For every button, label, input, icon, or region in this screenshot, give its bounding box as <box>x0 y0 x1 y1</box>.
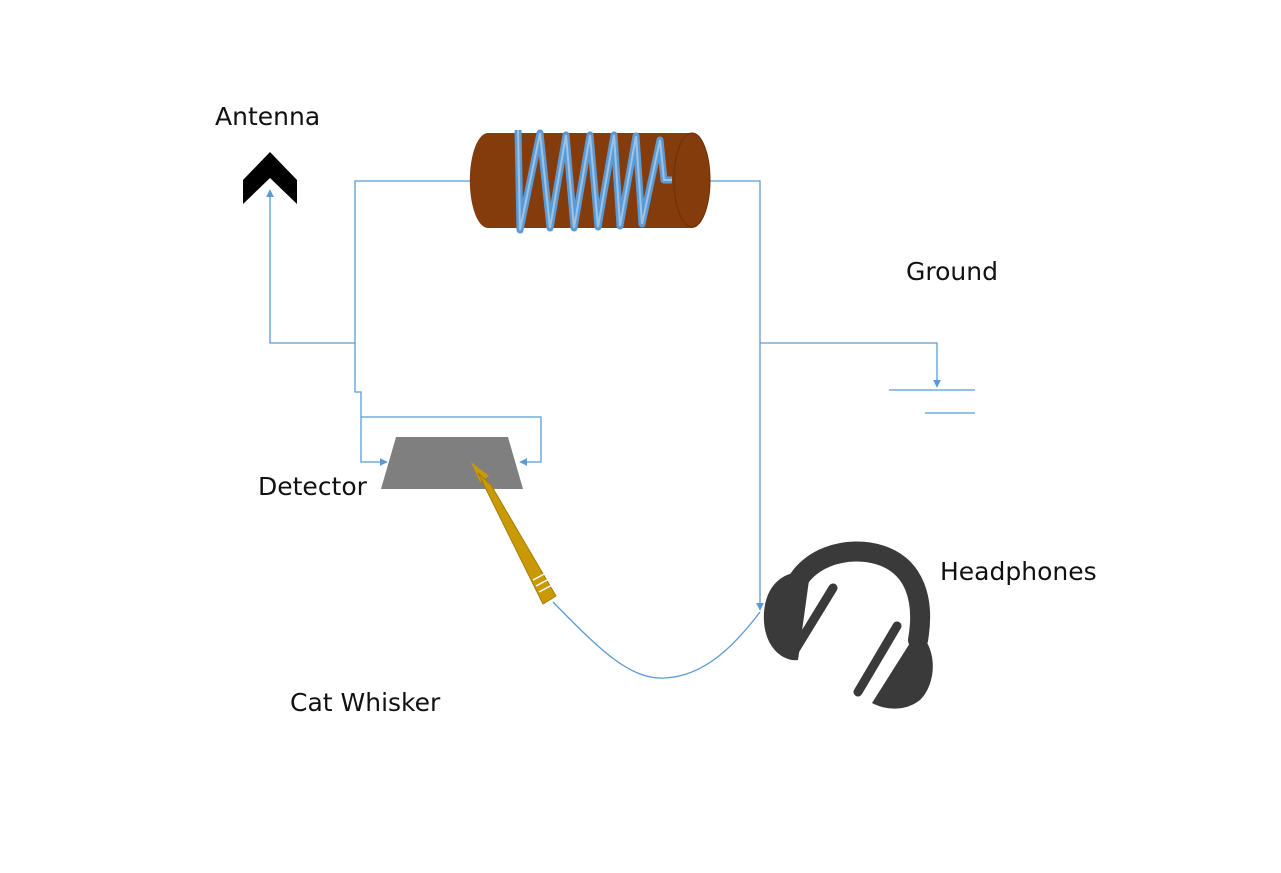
whisker-wire <box>552 601 761 679</box>
antenna-icon <box>243 152 297 204</box>
ground-symbol <box>889 389 975 414</box>
detector-loop-wire <box>361 416 542 466</box>
ground-wire <box>760 342 941 388</box>
cat-whisker-icon <box>471 462 557 605</box>
coil-left-wire <box>354 180 472 466</box>
tuning-coil <box>469 129 711 234</box>
cat-whisker-label: Cat Whisker <box>290 688 441 717</box>
detector-crystal <box>381 437 523 489</box>
headphones-icon <box>763 541 933 709</box>
headphones-label: Headphones <box>940 557 1097 586</box>
coil-right-wire <box>708 180 764 611</box>
antenna-wire <box>266 189 355 344</box>
circuit-wires <box>266 180 941 679</box>
ground-label: Ground <box>906 257 998 286</box>
antenna-label: Antenna <box>215 102 320 131</box>
detector-label: Detector <box>258 472 368 501</box>
